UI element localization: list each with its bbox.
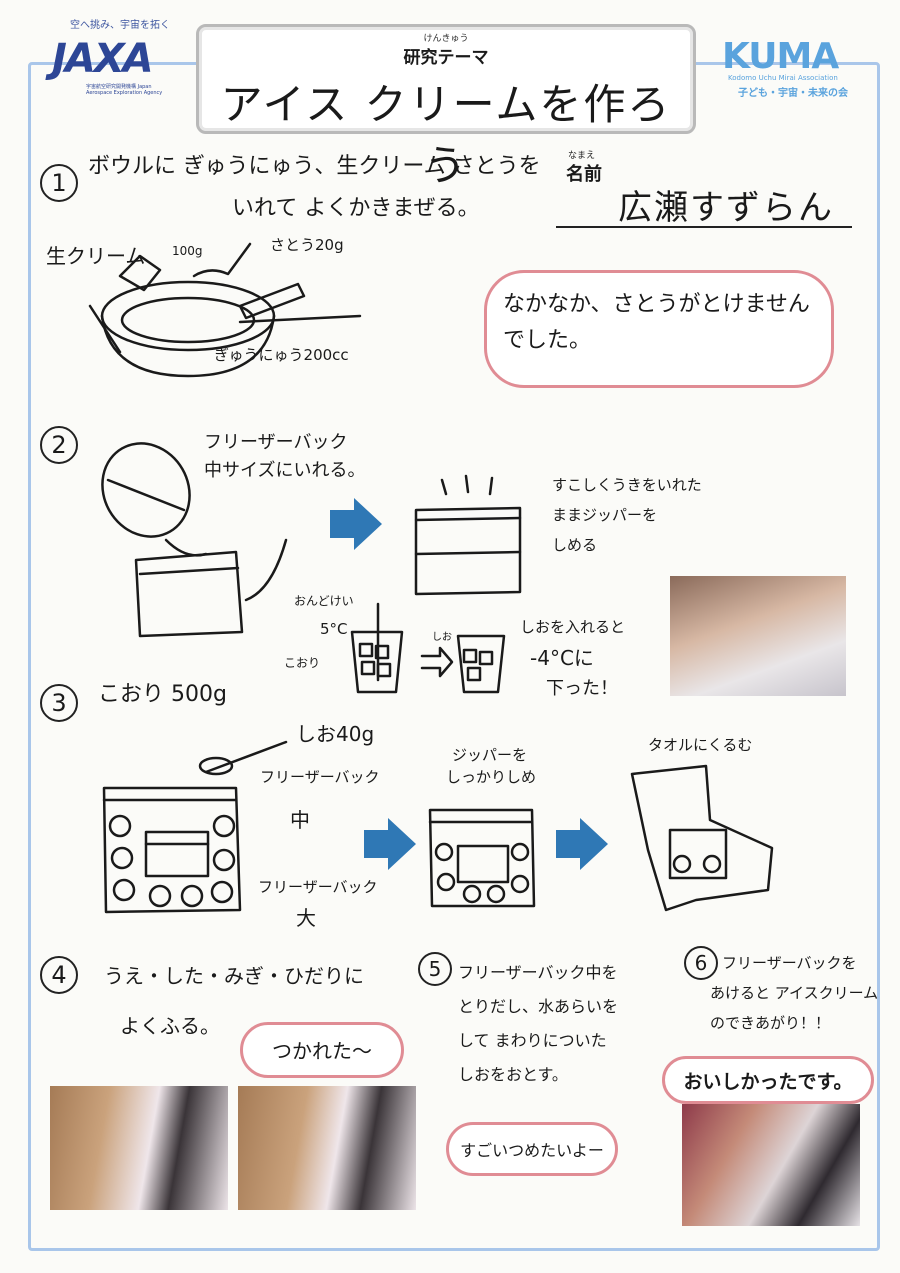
step-1-label-cream-amount: 100g xyxy=(172,244,203,258)
step-4-bubble: つかれた～ xyxy=(240,1022,404,1078)
step-2-note-line1: すこしくうきをいれた xyxy=(552,476,702,494)
step-6-text-line2: あけると アイスクリーム xyxy=(710,984,879,1002)
step-3-zip-label-1: ジッパーを xyxy=(452,746,528,764)
step-1-bubble: なかなか、さとうがとけません でした。 xyxy=(484,270,834,388)
step-2-temp-label: おんどけい xyxy=(294,594,354,608)
step-2-cups-drawing xyxy=(350,602,506,694)
step-3-text: こおり 500g xyxy=(98,682,227,707)
step-1-label-cream: 生クリーム xyxy=(46,244,146,268)
step-2-note-line2: ままジッパーを xyxy=(552,506,658,524)
step-3-sealed-drawing xyxy=(428,808,536,908)
step-1-label-milk: ぎゅうにゅう200cc xyxy=(214,346,349,364)
step-6-text: フリーザーバックを あけると アイスクリーム のできあがり！！ xyxy=(710,948,878,1038)
kuma-subtitle: Kodomo Uchu Mirai Association xyxy=(728,74,838,82)
step-1-bowl-drawing xyxy=(88,242,362,378)
step-3-number: 3 xyxy=(40,684,78,722)
step-5-text-line1: フリーザーバック中を xyxy=(458,963,618,982)
step-5-number: 5 xyxy=(418,952,452,986)
step-3-bag-mid: フリーザーバック xyxy=(260,768,380,786)
step-6-text-line1: フリーザーバックを xyxy=(722,954,857,972)
step-5-bubble-text: すごいつめたいよー xyxy=(460,1141,604,1160)
step-2-number: 2 xyxy=(40,426,78,464)
step-3-arrow-1 xyxy=(364,818,416,870)
step-5-text-line2: とりだし、水あらいを xyxy=(458,997,619,1016)
step-2-pour-drawing xyxy=(101,442,288,638)
step-3-towel: タオルにくるむ xyxy=(648,736,753,754)
name-ruby: なまえ xyxy=(568,151,596,161)
step-4-photo-1 xyxy=(50,1086,228,1210)
step-5-text-line4: しおをおとす。 xyxy=(458,1065,568,1084)
step-3-bag-mid-size: 中 xyxy=(290,808,310,832)
step-2-bag-drawing xyxy=(414,474,522,596)
title-theme: 研究テーマ xyxy=(403,48,489,68)
step-5-text-line3: して まわりについた xyxy=(458,1031,607,1050)
step-2-ice-label: こおり xyxy=(284,656,321,670)
step-1-number: 1 xyxy=(40,164,78,202)
jaxa-subtitle: 宇宙航空研究開発機構 Japan Aerospace Exploration A… xyxy=(86,84,163,96)
step-6-bubble: おいしかったです。 xyxy=(662,1056,874,1104)
step-6-bubble-text: おいしかったです。 xyxy=(683,1071,853,1093)
step-2-salt-note: しおを入れると xyxy=(520,618,626,636)
step-2-temp-after2: 下った！ xyxy=(546,678,618,699)
step-2-note-line3: しめる xyxy=(552,536,598,554)
step-5-bubble: すごいつめたいよー xyxy=(446,1122,618,1176)
name-underline xyxy=(556,226,852,228)
step-2-temp-after: -4°Cに xyxy=(530,646,594,670)
title-ruby: けんきゅう xyxy=(423,34,469,44)
title-main: アイス クリームを作ろう xyxy=(220,80,672,190)
step-4-text-line2: よくふる。 xyxy=(120,1014,220,1038)
step-6-text-line3: のできあがり！！ xyxy=(710,1014,831,1032)
step-3-icebag-drawing xyxy=(102,740,288,914)
step-2-label-bag2: 中サイズにいれる。 xyxy=(204,460,366,481)
step-3-towel-drawing xyxy=(630,764,774,912)
name-value: 広瀬すずらん xyxy=(618,188,834,228)
step-4-number: 4 xyxy=(40,956,78,994)
step-2-salt-label: しお xyxy=(432,632,452,643)
step-2-temp-before: 5°C xyxy=(320,620,348,638)
step-5-text: フリーザーバック中を とりだし、水あらいを して まわりについた しおをおとす。 xyxy=(458,956,618,1092)
step-6-photo xyxy=(682,1104,860,1226)
step-3-bag-large: フリーザーバック xyxy=(258,878,378,896)
kuma-subtitle-ja: 子ども・宇宙・未来の会 xyxy=(738,88,848,99)
step-3-bag-large-size: 大 xyxy=(296,906,316,930)
step-3-zip-label-2: しっかりしめ xyxy=(446,768,537,786)
kuma-logo: KUMA xyxy=(722,36,839,77)
jaxa-tagline: 空へ挑み、宇宙を拓く xyxy=(70,20,170,31)
step-4-bubble-text: つかれた～ xyxy=(272,1039,372,1063)
step-1-text-line1: ボウルに ぎゅうにゅう、生クリーム さとうを xyxy=(88,154,541,179)
step-3-salt: しお40g xyxy=(296,722,375,746)
step-4-photo-2 xyxy=(238,1086,416,1210)
title-box: けんきゅう 研究テーマ アイス クリームを作ろう xyxy=(196,24,696,190)
step-2-photo xyxy=(670,576,846,696)
step-2-note: すこしくうきをいれた ままジッパーを しめる xyxy=(552,470,702,560)
step-1-text-line2: いれて よくかきまぜる。 xyxy=(232,196,480,221)
step-2-arrow xyxy=(330,498,382,550)
step-4-text-line1: うえ・した・みぎ・ひだりに xyxy=(104,964,364,988)
step-6-number: 6 xyxy=(684,946,718,980)
step-1-bubble-text: なかなか、さとうがとけません でした。 xyxy=(503,292,810,353)
jaxa-logo: JAXA xyxy=(52,36,154,82)
step-1-label-sugar: さとう20g xyxy=(270,236,344,254)
step-2-label-bag: フリーザーバック xyxy=(204,432,348,453)
step-3-arrow-2 xyxy=(556,818,608,870)
name-label: 名前 xyxy=(566,164,602,185)
